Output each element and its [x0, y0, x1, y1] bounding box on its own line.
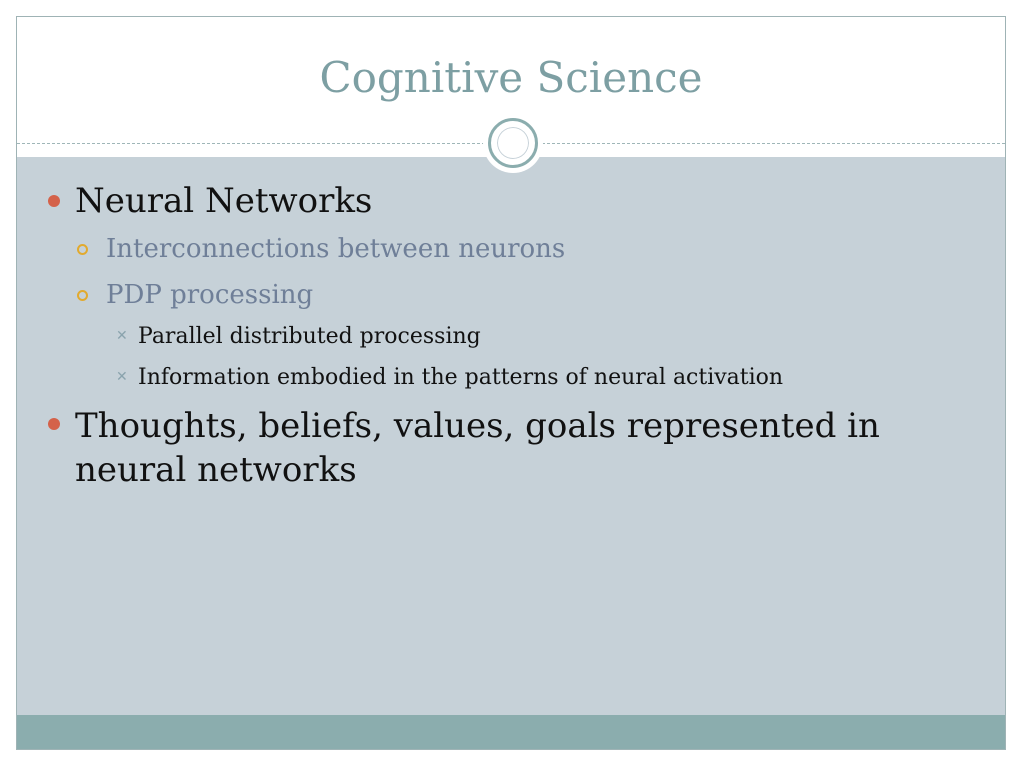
- slide-title: Cognitive Science: [319, 53, 703, 102]
- ring-ornament-icon: [483, 113, 543, 173]
- bullet-text: Interconnections between neurons: [106, 234, 566, 264]
- hollow-circle-bullet-icon: [77, 290, 88, 301]
- bullet-text: Neural Networks: [75, 181, 373, 221]
- ornament-outer-ring: [488, 118, 538, 168]
- bullet-text: Thoughts, beliefs, values, goals represe…: [75, 406, 880, 490]
- content-area: Neural Networks Interconnections between…: [17, 157, 1005, 716]
- bullet-item-level2: PDP processing: [77, 280, 314, 310]
- bullet-text: Information embodied in the patterns of …: [138, 365, 784, 390]
- footer-bar: [17, 715, 1005, 749]
- bullet-item-level1: Neural Networks: [48, 181, 373, 221]
- slide: Cognitive Science Neural Networks Interc…: [16, 16, 1006, 750]
- bullet-item-level3: ✕ Information embodied in the patterns o…: [116, 365, 784, 390]
- bullet-item-level1: Thoughts, beliefs, values, goals represe…: [48, 404, 985, 492]
- filled-circle-bullet-icon: [48, 195, 60, 207]
- hollow-circle-bullet-icon: [77, 244, 88, 255]
- ornament-inner-ring: [495, 125, 531, 161]
- bullet-text: Parallel distributed processing: [138, 324, 481, 349]
- filled-circle-bullet-icon: [48, 418, 60, 430]
- bullet-item-level3: ✕ Parallel distributed processing: [116, 324, 481, 349]
- bullet-item-level2: Interconnections between neurons: [77, 234, 566, 264]
- x-mark-bullet-icon: ✕: [116, 369, 128, 385]
- bullet-text: PDP processing: [106, 280, 314, 310]
- x-mark-bullet-icon: ✕: [116, 328, 128, 344]
